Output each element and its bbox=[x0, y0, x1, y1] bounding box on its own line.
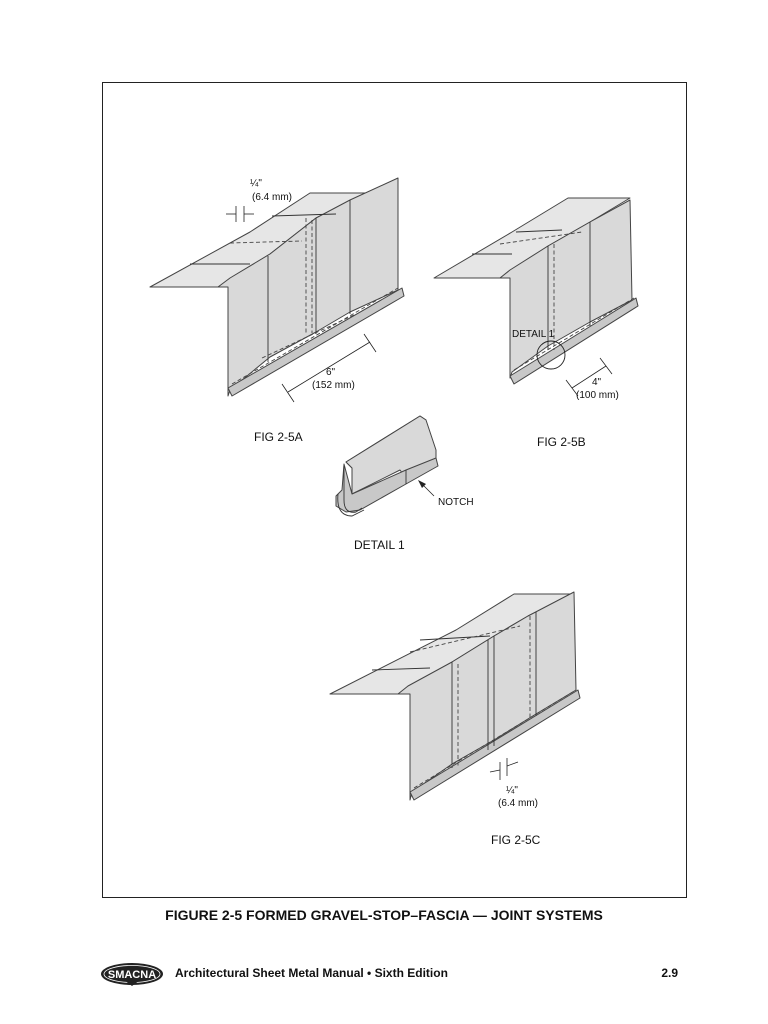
fig-c-dim-2: (6.4 mm) bbox=[498, 798, 538, 809]
fig-2-5b-drawing bbox=[433, 197, 639, 397]
fig-c-drip-edge bbox=[409, 689, 581, 801]
fig-b-caption: FIG 2-5B bbox=[537, 435, 586, 449]
fig-a-dim-top-2: (6.4 mm) bbox=[252, 192, 292, 203]
fig-b-fascia-face bbox=[499, 199, 633, 379]
detail-1-drawing bbox=[335, 415, 439, 517]
smacna-logo: SMACNA bbox=[101, 963, 163, 986]
fig-b-drip-edge bbox=[509, 297, 639, 385]
figure-frame bbox=[102, 82, 687, 898]
fig-2-5a-drawing bbox=[149, 177, 405, 403]
fig-a-dim-bottom-1: 6" bbox=[326, 367, 336, 378]
fig-a-dim-top-1: ¼" bbox=[250, 177, 262, 189]
page-footer: SMACNA Architectural Sheet Metal Manual … bbox=[100, 962, 690, 986]
detail-1-caption: DETAIL 1 bbox=[354, 538, 405, 552]
fig-a-dim-bottom-2: (152 mm) bbox=[312, 380, 355, 391]
fig-c-caption: FIG 2-5C bbox=[491, 833, 541, 847]
fig-b-detail-callout: DETAIL 1 bbox=[512, 329, 555, 340]
fig-a-fascia-face bbox=[217, 177, 399, 397]
detail-1-callout-circle bbox=[536, 340, 566, 370]
figure-title: FIGURE 2-5 FORMED GRAVEL-STOP–FASCIA — J… bbox=[165, 907, 603, 923]
fig-2-5c-drawing bbox=[329, 591, 581, 801]
fig-a-drip-edge bbox=[227, 287, 405, 397]
fig-c-dim-1: ¼" bbox=[506, 784, 518, 796]
smacna-logo-text: SMACNA bbox=[108, 969, 156, 981]
publication-title: Architectural Sheet Metal Manual • Sixth… bbox=[175, 966, 448, 980]
fig-a-caption: FIG 2-5A bbox=[254, 430, 303, 444]
page-number: 2.9 bbox=[661, 966, 678, 980]
fig-b-dim-2: (100 mm) bbox=[576, 390, 619, 401]
fig-b-dim-1: 4" bbox=[592, 377, 602, 388]
detail-notch-label: NOTCH bbox=[438, 497, 474, 508]
detail-hem-fold bbox=[335, 457, 439, 513]
